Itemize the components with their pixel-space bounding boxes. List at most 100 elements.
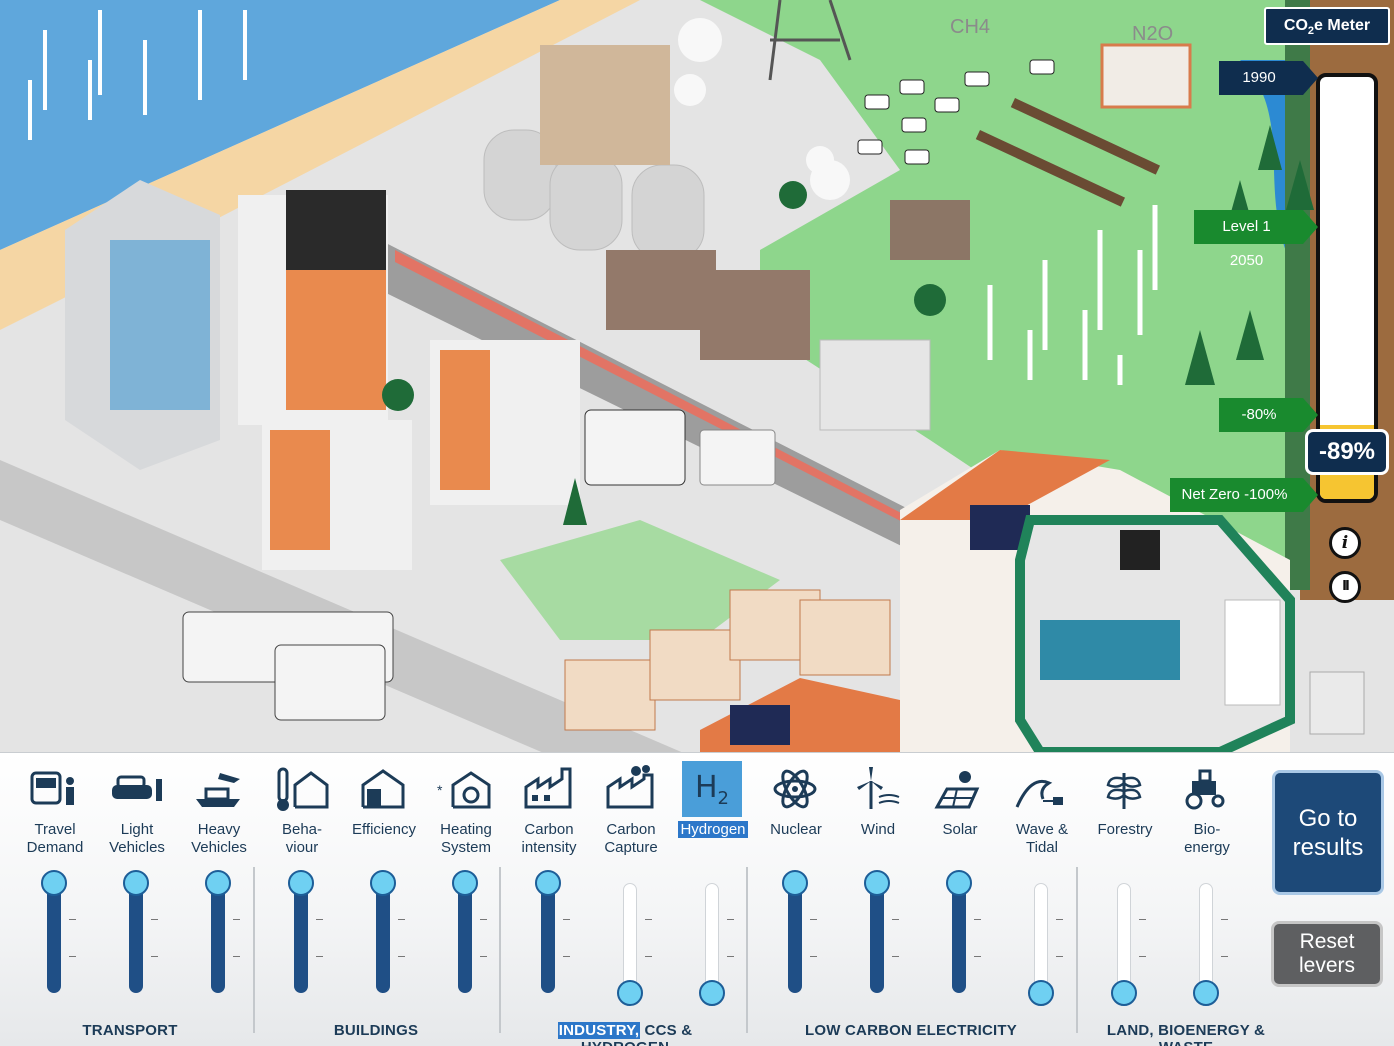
lever-slider-knob[interactable]	[535, 870, 561, 896]
lever-slider-knob[interactable]	[699, 980, 725, 1006]
lever-slider-track[interactable]	[1028, 883, 1063, 1006]
svg-text:*: *	[437, 782, 443, 798]
lever-tick	[1221, 919, 1228, 920]
lever-slider-track[interactable]	[370, 870, 405, 993]
lever-slider-knob[interactable]	[205, 870, 231, 896]
lever-label[interactable]: Hydrogen	[678, 821, 748, 838]
lever-label[interactable]: Wind	[860, 821, 896, 838]
lever-label[interactable]: Beha- viour	[281, 821, 323, 856]
factory	[540, 45, 670, 165]
lever-slider-track[interactable]	[535, 870, 570, 993]
group-label-transport: TRANSPORT	[82, 1022, 178, 1039]
lever-slider-track[interactable]	[617, 883, 652, 1006]
ship-plane-icon[interactable]	[188, 761, 248, 817]
group-label-electricity: LOW CARBON ELECTRICITY	[805, 1022, 1017, 1039]
lever-slider-track[interactable]	[123, 870, 158, 993]
lever-slider-track[interactable]	[41, 870, 76, 993]
lever-slider-track[interactable]	[205, 870, 240, 993]
lever-slider-knob[interactable]	[946, 870, 972, 896]
lever-slider-track[interactable]	[1193, 883, 1228, 1006]
city-illustration: CH4 N2O	[0, 0, 1394, 752]
go-to-results-button[interactable]: Go to results	[1272, 770, 1384, 895]
lever-label[interactable]: Travel Demand	[26, 821, 84, 856]
lever-tick	[645, 919, 652, 920]
lever-label[interactable]: Solar	[942, 821, 978, 838]
lever-carbon-capture: Carbon Capture	[584, 753, 666, 1046]
car-charger-icon[interactable]	[106, 761, 166, 817]
lever-slider-knob[interactable]	[782, 870, 808, 896]
lever-tick	[398, 956, 405, 957]
lever-tick	[316, 919, 323, 920]
lever-label[interactable]: Nuclear	[770, 821, 822, 838]
factory-icon[interactable]	[518, 761, 578, 817]
heat-pump-house-icon[interactable]: *	[435, 761, 495, 817]
lever-label[interactable]: Bio- energy	[1184, 821, 1230, 856]
bus-person-icon[interactable]	[24, 761, 84, 817]
lever-slider-fill	[376, 883, 390, 993]
lever-efficiency: Efficiency	[337, 753, 419, 1046]
solar-panel-icon[interactable]	[929, 761, 989, 817]
tractor-icon[interactable]	[1176, 761, 1236, 817]
lever-label[interactable]: Carbon Capture	[604, 821, 658, 856]
lever-slider-knob[interactable]	[617, 980, 643, 1006]
lever-slider-fill	[129, 883, 143, 993]
lever-wind: Wind	[831, 753, 913, 1046]
pause-button[interactable]: II	[1329, 571, 1361, 603]
offshore-wind-turbines	[28, 10, 247, 140]
lever-slider-knob[interactable]	[1028, 980, 1054, 1006]
lever-slider-track[interactable]	[864, 870, 899, 993]
lever-tick	[974, 956, 981, 957]
lever-tick	[398, 919, 405, 920]
lever-slider-knob[interactable]	[1111, 980, 1137, 1006]
lever-tick	[316, 956, 323, 957]
carbon-capture-icon[interactable]	[600, 761, 660, 817]
thermometer-house-icon[interactable]	[271, 761, 331, 817]
lever-forestry: Forestry	[1078, 753, 1160, 1046]
lever-tick	[727, 919, 734, 920]
lever-label[interactable]: Forestry	[1097, 821, 1153, 838]
tree-icon[interactable]	[1094, 761, 1154, 817]
lever-label[interactable]: Carbon intensity	[521, 821, 577, 856]
co2e-meter-value: -89%	[1305, 429, 1389, 475]
lever-slider-knob[interactable]	[452, 870, 478, 896]
insulated-house-icon[interactable]	[353, 761, 413, 817]
lever-beha-viour: Beha- viour	[255, 753, 337, 1046]
lever-tick	[974, 919, 981, 920]
lever-slider-knob[interactable]	[864, 870, 890, 896]
lever-slider-track[interactable]	[288, 870, 323, 993]
lever-slider-fill	[294, 883, 308, 993]
lever-label[interactable]: Heavy Vehicles	[191, 821, 247, 856]
meter-marker-level1-2050: Level 1 2050	[1194, 210, 1318, 269]
co2e-meter-title: CO2e Meter	[1264, 7, 1390, 45]
onshore-wind-turbines	[987, 205, 1158, 385]
atom-icon[interactable]	[765, 761, 825, 817]
lever-slider-track[interactable]	[782, 870, 817, 993]
lever-panel: Travel Demand Light Vehicles Heavy Vehicle…	[0, 752, 1394, 1046]
wave-plug-icon[interactable]	[1011, 761, 1071, 817]
lever-slider-knob[interactable]	[1193, 980, 1219, 1006]
nitrous-oxide-label: N2O	[1132, 23, 1173, 45]
lever-label[interactable]: Light Vehicles	[109, 821, 165, 856]
lever-slider-knob[interactable]	[123, 870, 149, 896]
lever-slider-track[interactable]	[946, 870, 981, 993]
lever-slider-knob[interactable]	[288, 870, 314, 896]
hydrogen-icon[interactable]: H2	[682, 761, 742, 817]
lever-label[interactable]: Heating System	[440, 821, 492, 856]
lever-slider-fill	[458, 883, 472, 993]
lever-slider-knob[interactable]	[41, 870, 67, 896]
group-label-land: LAND, BIOENERGY & WASTE	[1106, 1022, 1266, 1046]
lever-label[interactable]: Wave & Tidal	[1016, 821, 1068, 856]
lever-tick	[810, 919, 817, 920]
lever-label[interactable]: Efficiency	[352, 821, 416, 838]
reset-levers-button[interactable]: Reset levers	[1271, 921, 1383, 987]
lever-slider-fill	[952, 883, 966, 993]
lever-slider-knob[interactable]	[370, 870, 396, 896]
lever-slider-track[interactable]	[1111, 883, 1146, 1006]
lever-tick	[1056, 919, 1063, 920]
info-button[interactable]: i	[1329, 527, 1361, 559]
wind-turbine-icon[interactable]	[847, 761, 907, 817]
tram	[584, 409, 686, 486]
lever-slider-track[interactable]	[699, 883, 734, 1006]
lever-slider-track[interactable]	[452, 870, 487, 993]
